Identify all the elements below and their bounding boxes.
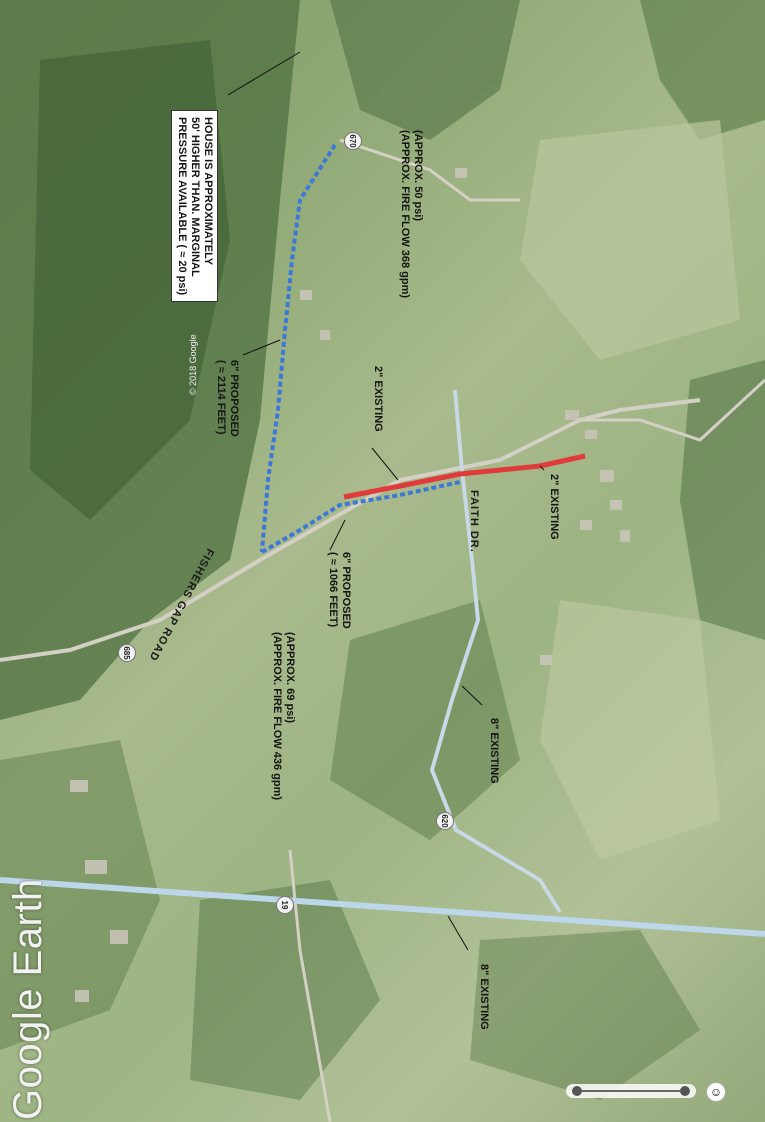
proposed-6in-long-line: [260, 143, 337, 553]
south-pressure-label: (APPROX. 69 psi) (APPROX. FIRE FLOW 436 …: [271, 632, 296, 801]
existing-8in-faith-line: [430, 389, 562, 913]
existing-8in-faith-label: 8" EXISTING: [488, 718, 500, 784]
route-shield-685: 685: [118, 644, 136, 662]
proposed-6in-long-label: 6" PROPOSED ( ≈ 2114 FEET): [215, 360, 240, 437]
route-shield-670: 670: [344, 132, 362, 150]
google-earth-logo: Google Earth: [6, 878, 50, 1120]
road-label-faith-dr: FAITH DR.: [468, 490, 480, 553]
route-shield-620: 620: [436, 812, 454, 830]
route-shield-19: 19: [276, 896, 294, 914]
existing-2in-label-right: 2" EXISTING: [548, 474, 560, 540]
north-pressure-label: (APPROX. 50 psi) (APPROX. FIRE FLOW 368 …: [399, 130, 424, 299]
existing-2in-line: [343, 453, 586, 500]
scale-bar-end-right: [680, 1086, 690, 1096]
existing-2in-label-left: 2" EXISTING: [372, 366, 384, 432]
pegman-icon[interactable]: ☺: [706, 1082, 726, 1102]
copyright-text: © 2018 Google: [188, 334, 198, 395]
house-elevation-note: HOUSE IS APPROXIMATELY 50' HIGHER THAN. …: [171, 110, 218, 303]
scale-bar-line: [582, 1090, 680, 1092]
existing-8in-main-line: [0, 877, 765, 937]
scale-bar-end-left: [572, 1086, 582, 1096]
proposed-6in-short-line: [260, 480, 461, 554]
scale-bar[interactable]: [566, 1084, 696, 1098]
proposed-6in-short-label: 6" PROPOSED ( ≈ 1066 FEET): [327, 552, 352, 629]
existing-8in-main-label: 8" EXISTING: [478, 964, 490, 1030]
